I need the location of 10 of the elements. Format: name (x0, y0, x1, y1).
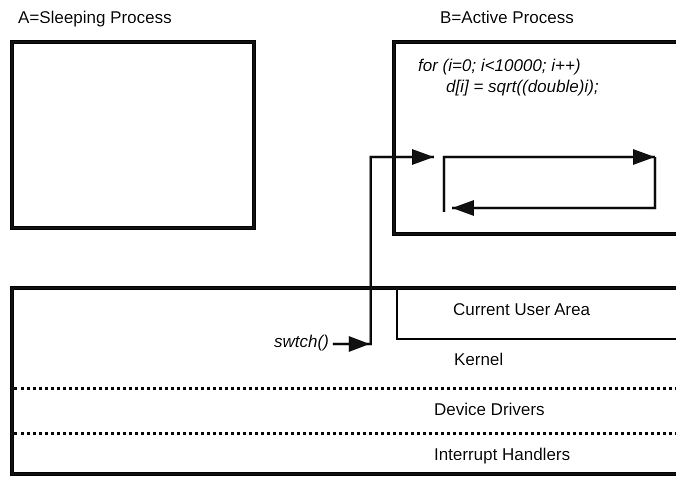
code-text: for (i=0; i<10000; i++) d[i] = sqrt((double)i); (418, 55, 600, 97)
kernel-box (10, 286, 676, 476)
function-name: swtch() (274, 332, 329, 351)
process-heading: B=Active Process (440, 8, 574, 28)
layer-label: Device Drivers (434, 400, 545, 420)
user-area-box (396, 290, 676, 340)
process-heading: A=Sleeping Process (18, 8, 172, 28)
layer-label: Interrupt Handlers (434, 445, 570, 465)
layer-label: Kernel (454, 350, 504, 370)
layer-label: Current User Area (453, 300, 590, 320)
